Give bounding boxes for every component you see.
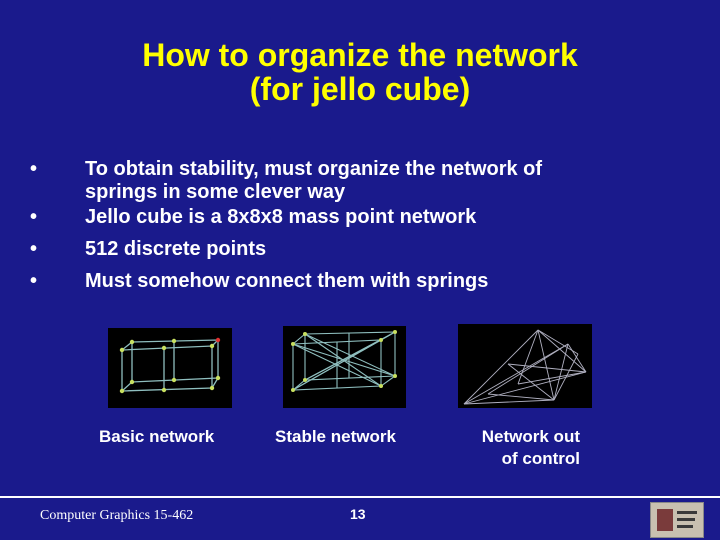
out-of-control-caption: Network out of control: [440, 426, 580, 470]
bullet-text: Jello cube is a 8x8x8 mass point network: [85, 206, 477, 228]
title-line-2: (for jello cube): [249, 71, 471, 107]
bullet-item: • Must somehow connect them with springs: [30, 270, 690, 293]
footer-divider: [0, 496, 720, 498]
bullet-item: • Jello cube is a 8x8x8 mass point netwo…: [30, 206, 690, 229]
bullet-text-cont: springs in some clever way: [85, 181, 346, 203]
logo-icon: [650, 502, 704, 538]
footer-course: Computer Graphics 15-462: [40, 508, 194, 523]
basic-network-caption: Basic network: [99, 427, 215, 446]
bullet-marker: •: [30, 238, 38, 260]
bullet-text: Must somehow connect them with springs: [85, 270, 489, 292]
caption-line-1: Network out: [481, 427, 580, 446]
bullet-item: • 512 discrete points: [30, 238, 690, 261]
network-out-of-control-image: [458, 324, 592, 408]
stable-network-caption: Stable network: [275, 427, 396, 446]
bullet-text: 512 discrete points: [85, 238, 267, 260]
bullet-text: To obtain stability, must organize the n…: [85, 158, 543, 180]
title-line-1: How to organize the network: [142, 37, 578, 73]
bullet-item: • To obtain stability, must organize the…: [30, 158, 690, 204]
stable-network-image: [283, 326, 406, 408]
basic-network-image: [108, 328, 232, 408]
page-number: 13: [350, 506, 366, 522]
bullet-list: • To obtain stability, must organize the…: [30, 158, 690, 305]
bullet-marker: •: [30, 206, 38, 228]
bullet-marker: •: [30, 158, 38, 180]
bullet-marker: •: [30, 270, 38, 292]
slide-title: How to organize the network (for jello c…: [0, 38, 720, 106]
caption-line-2: of control: [501, 449, 580, 468]
